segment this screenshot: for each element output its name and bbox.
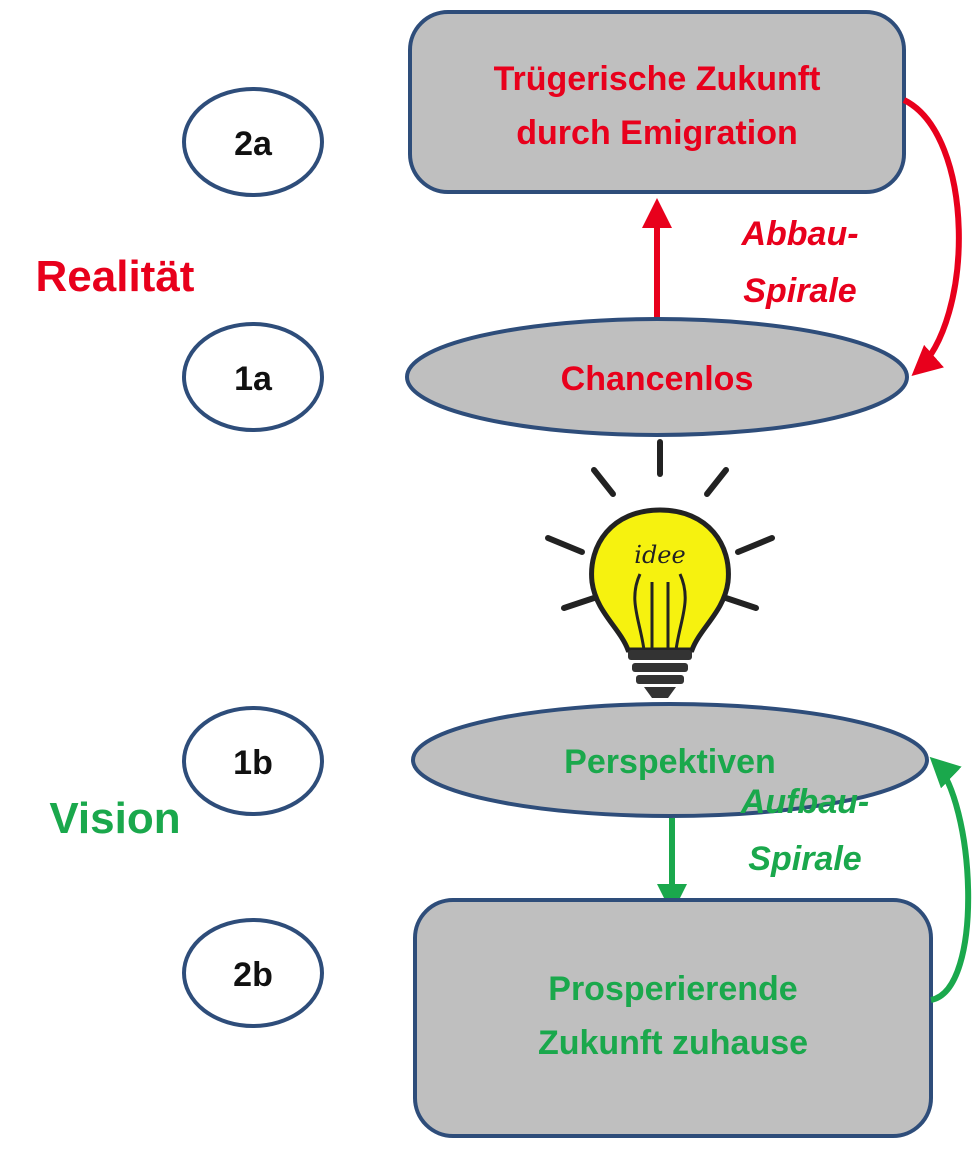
node-chancenlos: Chancenlos bbox=[405, 317, 909, 437]
node-emigration-line2: durch Emigration bbox=[516, 114, 797, 152]
badge-1b: 1b bbox=[182, 706, 324, 816]
lightbulb-icon: idee bbox=[545, 439, 775, 698]
vision-label: Vision bbox=[49, 794, 180, 843]
node-emigration-line1: Trügerische Zukunft bbox=[494, 60, 821, 98]
node-prosper: Prosperierende Zukunft zuhause bbox=[413, 898, 933, 1138]
node-perspektiven: Perspektiven bbox=[411, 702, 929, 818]
aufbau-spirale-line2: Spirale bbox=[748, 840, 861, 878]
arrow-abbau-spiral bbox=[902, 97, 962, 376]
badge-1b-label: 1b bbox=[233, 744, 273, 782]
badge-2b-label: 2b bbox=[233, 956, 273, 994]
badge-2a-label: 2a bbox=[234, 125, 273, 163]
badge-1a-label: 1a bbox=[234, 360, 273, 398]
node-prosper-line2: Zukunft zuhause bbox=[538, 1024, 808, 1062]
badge-2b: 2b bbox=[182, 918, 324, 1028]
bulb-text: idee bbox=[634, 541, 685, 569]
badge-2a: 2a bbox=[182, 87, 324, 197]
realitaet-label: Realität bbox=[36, 252, 195, 301]
arrow-aufbau-spiral bbox=[929, 756, 972, 1003]
node-chancenlos-label: Chancenlos bbox=[561, 360, 754, 398]
abbau-spirale-line1: Abbau- bbox=[740, 215, 858, 253]
node-perspektiven-label: Perspektiven bbox=[564, 743, 776, 781]
node-emigration: Trügerische Zukunft durch Emigration bbox=[408, 10, 906, 194]
node-prosper-line1: Prosperierende bbox=[548, 970, 797, 1008]
aufbau-spirale-line1: Aufbau- bbox=[740, 783, 869, 821]
badge-1a: 1a bbox=[182, 322, 324, 432]
abbau-spirale-line2: Spirale bbox=[743, 272, 856, 310]
